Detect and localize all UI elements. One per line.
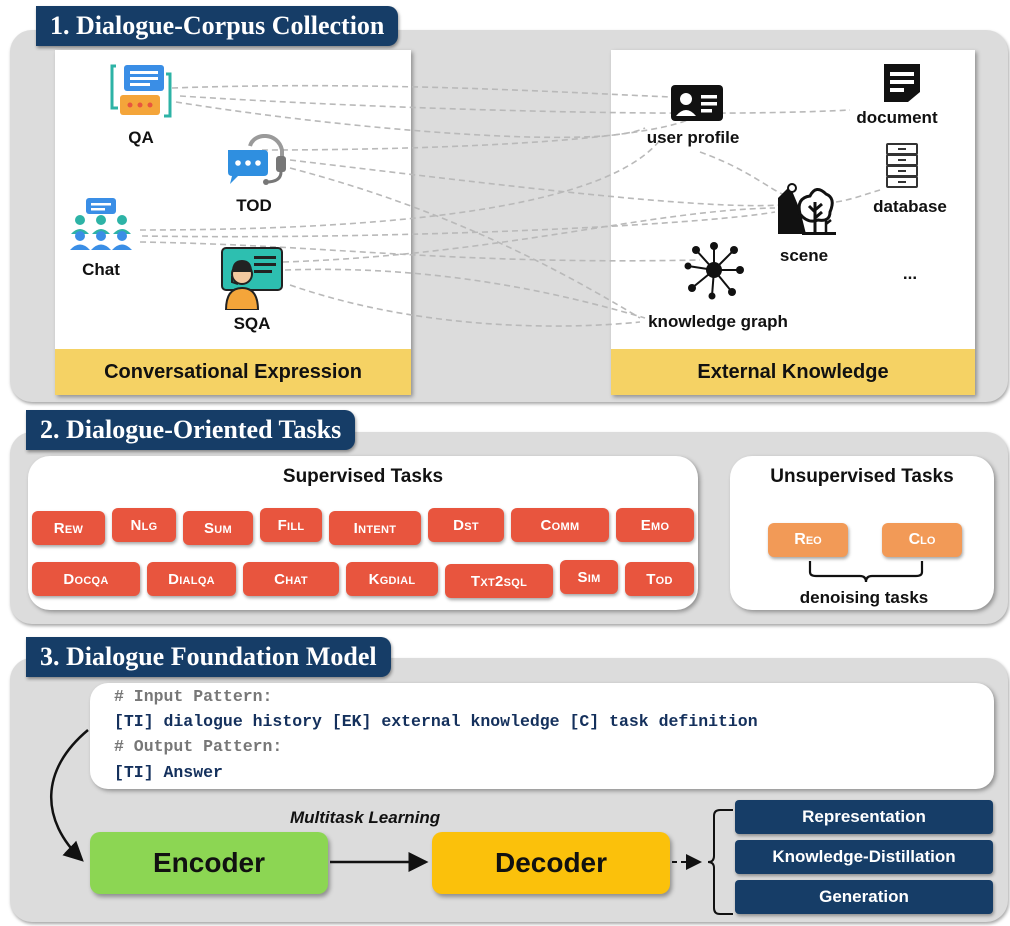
task-kgdial: Kgdial	[346, 562, 438, 596]
output-representation: Representation	[735, 800, 993, 834]
chat-group-icon	[70, 198, 132, 250]
output-generation: Generation	[735, 880, 993, 914]
encoder-block: Encoder	[90, 832, 328, 894]
knowledge-graph-icon	[684, 242, 744, 300]
qa-chat-bubbles-icon	[110, 64, 172, 118]
task-dialqa: Dialqa	[147, 562, 236, 596]
document-icon	[884, 64, 920, 102]
output-pattern-comment: # Output Pattern:	[114, 737, 283, 756]
task-emo: Emo	[616, 508, 694, 542]
unsupervised-tasks-title: Unsupervised Tasks	[770, 466, 954, 487]
tod-headset-icon	[228, 134, 286, 185]
database-server-icon	[886, 143, 918, 188]
task-intent: Intent	[329, 511, 421, 545]
section-2-title: 2. Dialogue-Oriented Tasks	[26, 410, 356, 450]
task-dst: Dst	[428, 508, 504, 542]
supervised-tasks-title: Supervised Tasks	[282, 466, 444, 487]
task-sum: Sum	[183, 511, 253, 545]
io-pattern-box: # Input Pattern: [TI] dialogue history […	[90, 683, 994, 789]
input-pattern-comment: # Input Pattern:	[114, 687, 273, 706]
section-1-title: 1. Dialogue-Corpus Collection	[36, 6, 399, 46]
output-pattern: [TI] Answer	[114, 763, 223, 782]
decoder-block: Decoder	[432, 832, 670, 894]
task-fill: Fill	[260, 508, 322, 542]
chat-label: Chat	[82, 260, 120, 279]
external-knowledge-label: External Knowledge	[611, 349, 975, 395]
task-chat: Chat	[243, 562, 339, 596]
task-reo: Reo	[768, 523, 848, 557]
user-profile-id-card-icon	[671, 85, 723, 121]
task-tod: Tod	[625, 562, 694, 596]
sqa-speaker-icon	[221, 247, 283, 310]
denoising-tasks-label: denoising tasks	[799, 588, 929, 607]
document-label: document	[856, 108, 938, 127]
task-txt2sql: Txt2sql	[445, 564, 553, 598]
scene-landscape-icon	[778, 183, 836, 235]
user-profile-label: user profile	[646, 128, 740, 147]
database-label: database	[873, 197, 947, 216]
task-nlg: Nlg	[112, 508, 176, 542]
task-clo: Clo	[882, 523, 962, 557]
sqa-label: SQA	[233, 314, 271, 333]
tod-label: TOD	[236, 196, 272, 215]
input-pattern: [TI] dialogue history [EK] external know…	[114, 712, 758, 731]
conversational-expression-label: Conversational Expression	[55, 349, 411, 395]
scene-label: scene	[779, 246, 829, 265]
output-knowledge-distillation: Knowledge-Distillation	[735, 840, 993, 874]
knowledge-graph-label: knowledge graph	[648, 312, 788, 331]
task-sim: Sim	[560, 560, 618, 594]
section-3-title: 3. Dialogue Foundation Model	[26, 637, 391, 677]
qa-label: QA	[128, 128, 154, 147]
task-comm: Comm	[511, 508, 609, 542]
multitask-learning-label: Multitask Learning	[290, 808, 441, 827]
task-docqa: Docqa	[32, 562, 140, 596]
task-rew: Rew	[32, 511, 105, 545]
more-knowledge-ellipsis: ...	[902, 264, 918, 283]
